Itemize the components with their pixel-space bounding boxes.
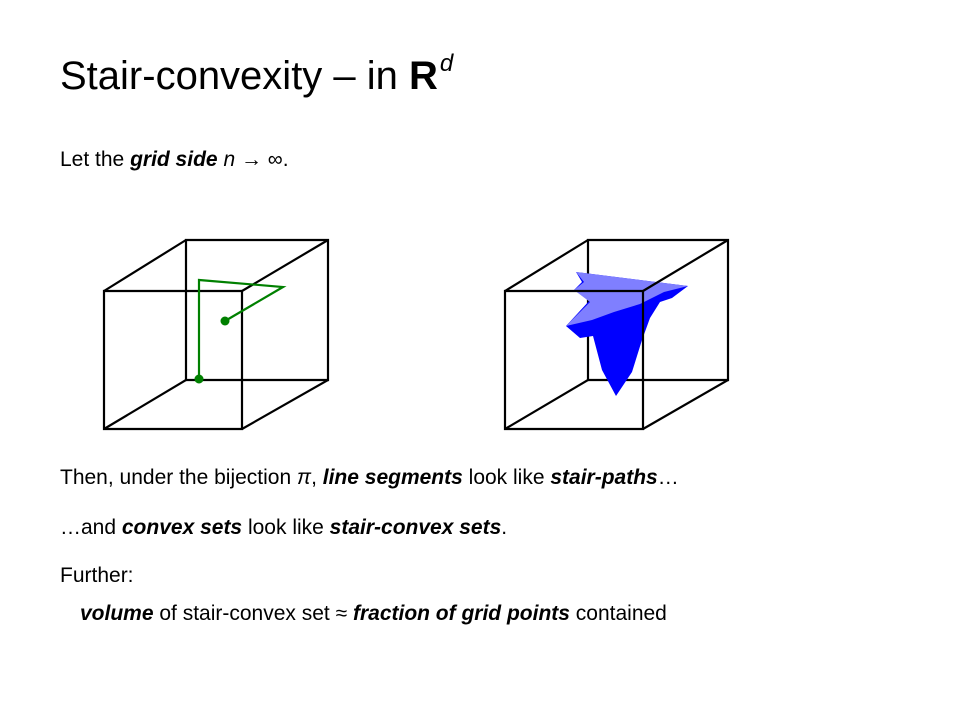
stair-path	[194, 278, 287, 384]
title-superscript: d	[439, 50, 454, 77]
right-cube-front-edges	[642, 239, 729, 430]
text-run: stair-paths	[550, 466, 658, 489]
stair-path-end-point	[220, 316, 230, 326]
right-cube-front	[503, 239, 729, 431]
further-line: Further:	[60, 562, 134, 590]
volume-line: volume of stair-convex set ≈ fraction of…	[80, 600, 667, 628]
text-run: → ∞.	[235, 148, 289, 171]
text-run: ,	[311, 466, 323, 489]
left-cube-edges	[103, 239, 329, 430]
left-cube	[102, 238, 330, 431]
text-run: of stair-convex set ≈	[153, 602, 353, 625]
text-run: look like	[242, 516, 330, 539]
text-run: convex sets	[121, 516, 243, 539]
convex-sets-line: …and convex sets look like stair-convex …	[60, 514, 507, 542]
title-bold-r: R	[409, 54, 438, 98]
stair-convex-shape	[566, 272, 688, 396]
text-run: Further:	[60, 564, 134, 587]
stair-path-line	[197, 278, 287, 379]
grid-side-line: Let the grid side n → ∞.	[60, 146, 289, 174]
left-cube-front-face	[102, 289, 244, 431]
shape-light-face	[566, 272, 688, 326]
text-run: fraction of grid points	[352, 602, 570, 625]
text-run: grid side	[130, 148, 218, 171]
text-run: .	[501, 516, 508, 539]
text-run: n	[223, 148, 236, 171]
right-cube-back-edges	[504, 239, 589, 430]
text-run: line segments	[322, 466, 463, 489]
text-run: Let the	[60, 148, 131, 171]
stair-path-start-point	[194, 374, 204, 384]
bijection-line: Then, under the bijection π, line segmen…	[60, 464, 679, 492]
slide-title: Stair-convexity – in Rd	[60, 48, 453, 110]
left-cube-back-face	[184, 238, 330, 382]
title-text: Stair-convexity – in	[60, 54, 410, 98]
text-run: look like	[462, 466, 551, 489]
text-run: π	[297, 466, 312, 489]
text-run: volume	[80, 602, 154, 625]
text-run: stair-convex sets	[329, 516, 502, 539]
text-run: …	[657, 466, 679, 489]
text-run: Then, under the bijection	[60, 466, 297, 489]
text-run: …and	[60, 516, 122, 539]
text-run: contained	[569, 602, 667, 625]
